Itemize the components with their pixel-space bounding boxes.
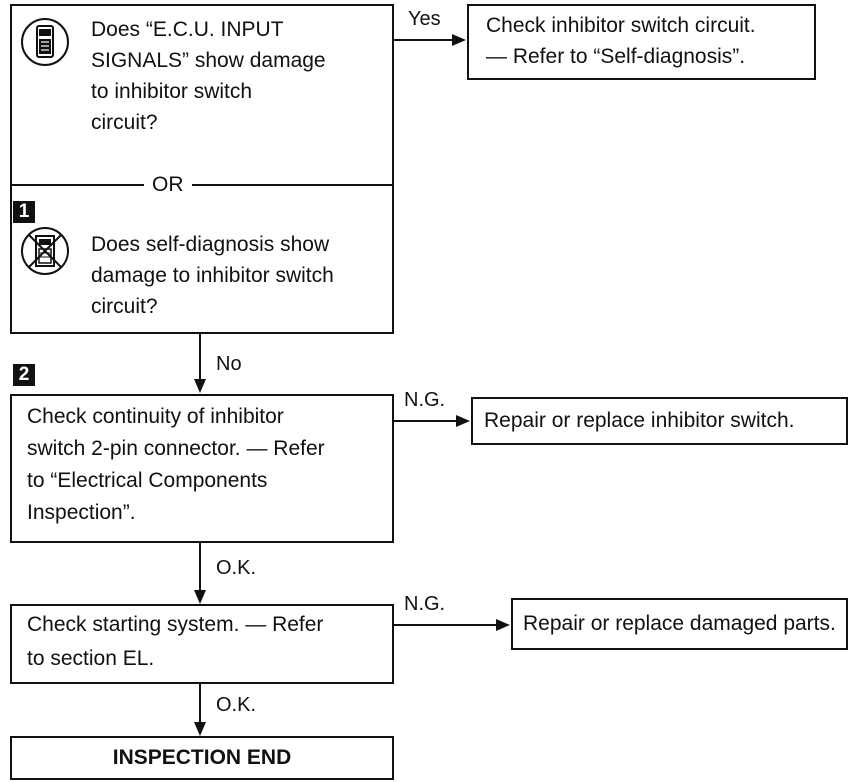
step-2-ok-arrow-line [199, 543, 201, 592]
q1-line-3: to inhibitor switch [91, 80, 253, 103]
step-3-box [10, 604, 394, 684]
consult-tester-icon [21, 18, 69, 66]
step-2-ng-action: Repair or replace inhibitor switch. [484, 409, 795, 432]
step-2-number: 2 [13, 364, 35, 386]
no-label: No [216, 353, 242, 375]
q2-line-2: damage to inhibitor switch [91, 264, 334, 287]
step-3-ok-arrow-head [194, 722, 206, 736]
q1-line-1: Does “E.C.U. INPUT [91, 18, 284, 41]
step-3-ng-action: Repair or replace damaged parts. [523, 612, 836, 635]
step-2-box [10, 394, 394, 543]
q1-line-4: circuit? [91, 111, 158, 134]
step-3-ok-arrow-line [199, 684, 201, 724]
step-3-line-1: Check starting system. — Refer [27, 613, 324, 636]
no-arrow-head [194, 379, 206, 393]
step-2-ok-arrow-head [194, 590, 206, 604]
q1-line-2: SIGNALS” show damage [91, 49, 326, 72]
step-2-line-4: Inspection”. [27, 501, 136, 524]
step-3-ng-label: N.G. [404, 593, 446, 615]
no-tester-icon [21, 227, 69, 275]
step-2-line-1: Check continuity of inhibitor [27, 405, 284, 428]
or-divider [10, 184, 394, 186]
yes-action-box [467, 4, 816, 80]
q2-line-1: Does self-diagnosis show [91, 233, 330, 256]
yes-arrow-line [394, 39, 452, 41]
step-3-line-2: to section EL. [27, 647, 155, 670]
yes-action-line-2: — Refer to “Self-diagnosis”. [486, 45, 746, 68]
step-2-line-2: switch 2-pin connector. — Refer [27, 437, 325, 460]
question-box [10, 4, 394, 334]
step-2-ng-arrow-line [394, 420, 456, 422]
step-2-ok-label: O.K. [216, 557, 257, 579]
step-3-ng-arrow-head [496, 619, 510, 631]
step-1-number: 1 [13, 201, 35, 223]
inspection-end-label: INSPECTION END [112, 746, 292, 769]
step-2-ng-arrow-head [456, 415, 470, 427]
q2-line-3: circuit? [91, 295, 158, 318]
inspection-end-box [10, 736, 394, 780]
yes-arrow-head [452, 34, 466, 46]
yes-label: Yes [408, 8, 441, 30]
step-2-ng-label: N.G. [404, 389, 446, 411]
step-3-ok-label: O.K. [216, 694, 257, 716]
step-2-ng-action-box [471, 397, 848, 445]
step-2-line-3: to “Electrical Components [27, 469, 268, 492]
step-3-ng-action-box [511, 598, 848, 650]
or-label: OR [144, 169, 192, 200]
step-3-ng-arrow-line [394, 624, 496, 626]
no-arrow-line [199, 334, 201, 381]
yes-action-line-1: Check inhibitor switch circuit. [486, 14, 756, 37]
